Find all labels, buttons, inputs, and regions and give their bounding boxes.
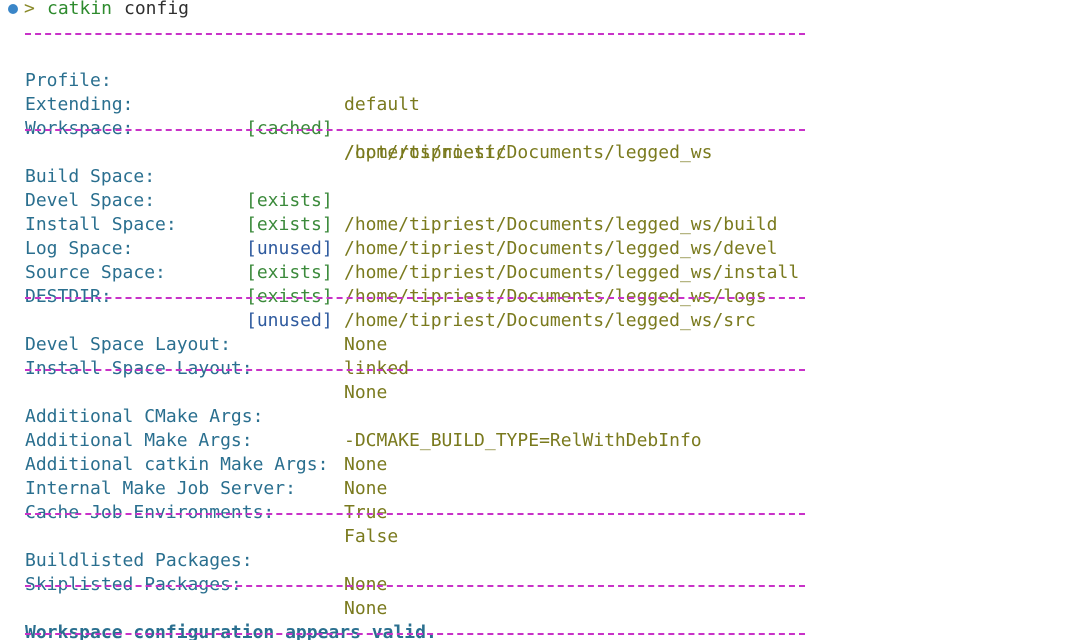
config-row-log-space: Log Space: [exists] /home/tipriest/Docum…	[0, 213, 767, 307]
config-row-devel-layout: Devel Space Layout: linked	[0, 309, 409, 379]
separator-line	[25, 129, 805, 131]
status-tag: [unused]	[246, 310, 333, 331]
config-key: Workspace:	[25, 118, 134, 139]
config-value: /home/tipriest/Documents/legged_ws/insta…	[344, 262, 800, 283]
config-value: None	[344, 454, 388, 475]
separator-line	[25, 585, 805, 587]
config-value: None	[344, 334, 388, 355]
status-tag: [exists]	[246, 262, 333, 283]
config-row-install-space: Install Space: [unused] /home/tipriest/D…	[0, 189, 799, 283]
config-value: /home/tipriest/Documents/legged_ws/build	[344, 214, 778, 235]
config-key: Source Space:	[25, 262, 166, 283]
config-value: linked	[344, 358, 410, 379]
config-key: Build Space:	[25, 166, 156, 187]
config-row-profile: Profile: default	[0, 45, 420, 115]
config-key: Profile:	[25, 70, 112, 91]
separator-line	[25, 33, 805, 35]
config-value: None	[344, 382, 388, 403]
config-row-cache-env: Cache Job Environments: False	[0, 477, 398, 547]
config-value: /home/tipriest/Documents/legged_ws/devel	[344, 238, 778, 259]
prompt-line: > catkin config	[0, 0, 189, 24]
config-row-install-layout: Install Space Layout: None	[0, 333, 387, 403]
config-value: False	[344, 526, 399, 547]
config-key: Log Space:	[25, 238, 134, 259]
config-value: default	[344, 94, 420, 115]
config-row-source-space: Source Space: [exists] /home/tipriest/Do…	[0, 237, 756, 331]
config-key: Extending:	[25, 94, 134, 115]
config-value: /opt/ros/noetic	[344, 142, 507, 163]
config-key: Skiplisted Packages:	[25, 574, 242, 595]
prompt-arrow: >	[24, 0, 35, 19]
status-tag: [exists]	[246, 190, 333, 211]
config-key: Devel Space Layout:	[25, 334, 231, 355]
config-row-devel-space: Devel Space: [exists] /home/tipriest/Doc…	[0, 165, 777, 259]
status-tag: [cached]	[246, 118, 333, 139]
config-value: /home/tipriest/Documents/legged_ws	[344, 142, 713, 163]
config-value: True	[344, 502, 388, 523]
config-key: Additional Make Args:	[25, 430, 253, 451]
config-key: Install Space:	[25, 214, 177, 235]
config-row-make-args: Additional Make Args: None	[0, 405, 387, 475]
config-key: Additional catkin Make Args:	[25, 454, 329, 475]
config-value: /home/tipriest/Documents/legged_ws/src	[344, 310, 756, 331]
separator-line	[25, 369, 805, 371]
summary-line: Workspace configuration appears valid.	[0, 597, 437, 640]
separator-line	[25, 513, 805, 515]
command-argument: config	[124, 0, 190, 19]
config-key: Devel Space:	[25, 190, 156, 211]
config-value: None	[344, 478, 388, 499]
config-key: Cache Job Environments:	[25, 502, 275, 523]
config-key: DESTDIR:	[25, 286, 112, 307]
config-value: -DCMAKE_BUILD_TYPE=RelWithDebInfo	[344, 430, 702, 451]
config-key: Additional CMake Args:	[25, 406, 264, 427]
config-value: None	[344, 598, 388, 619]
config-row-destdir: DESTDIR: [unused] None	[0, 261, 387, 355]
config-row-workspace: Workspace: /home/tipriest/Documents/legg…	[0, 93, 712, 163]
config-key: Install Space Layout:	[25, 358, 253, 379]
separator-line	[25, 297, 805, 299]
config-value: /home/tipriest/Documents/legged_ws/logs	[344, 286, 767, 307]
command-name: catkin	[47, 0, 113, 19]
separator-line	[25, 633, 805, 635]
config-row-catkin-make-args: Additional catkin Make Args: None	[0, 429, 387, 499]
config-row-extending: Extending: [cached] /opt/ros/noetic	[0, 69, 507, 163]
config-row-cmake-args: Additional CMake Args: -DCMAKE_BUILD_TYP…	[0, 381, 702, 451]
config-key: Internal Make Job Server:	[25, 478, 296, 499]
config-row-skiplisted: Skiplisted Packages: None	[0, 549, 387, 619]
status-tag: [unused]	[246, 238, 333, 259]
config-row-buildlisted: Buildlisted Packages: None	[0, 525, 387, 595]
config-value: None	[344, 574, 388, 595]
validation-summary: Workspace configuration appears valid.	[25, 622, 437, 640]
status-tag: [exists]	[246, 286, 333, 307]
status-tag: [exists]	[246, 214, 333, 235]
config-key: Buildlisted Packages:	[25, 550, 253, 571]
config-row-job-server: Internal Make Job Server: True	[0, 453, 387, 523]
config-row-build-space: Build Space: [exists] /home/tipriest/Doc…	[0, 141, 777, 235]
prompt-status-dot-icon	[8, 4, 18, 14]
